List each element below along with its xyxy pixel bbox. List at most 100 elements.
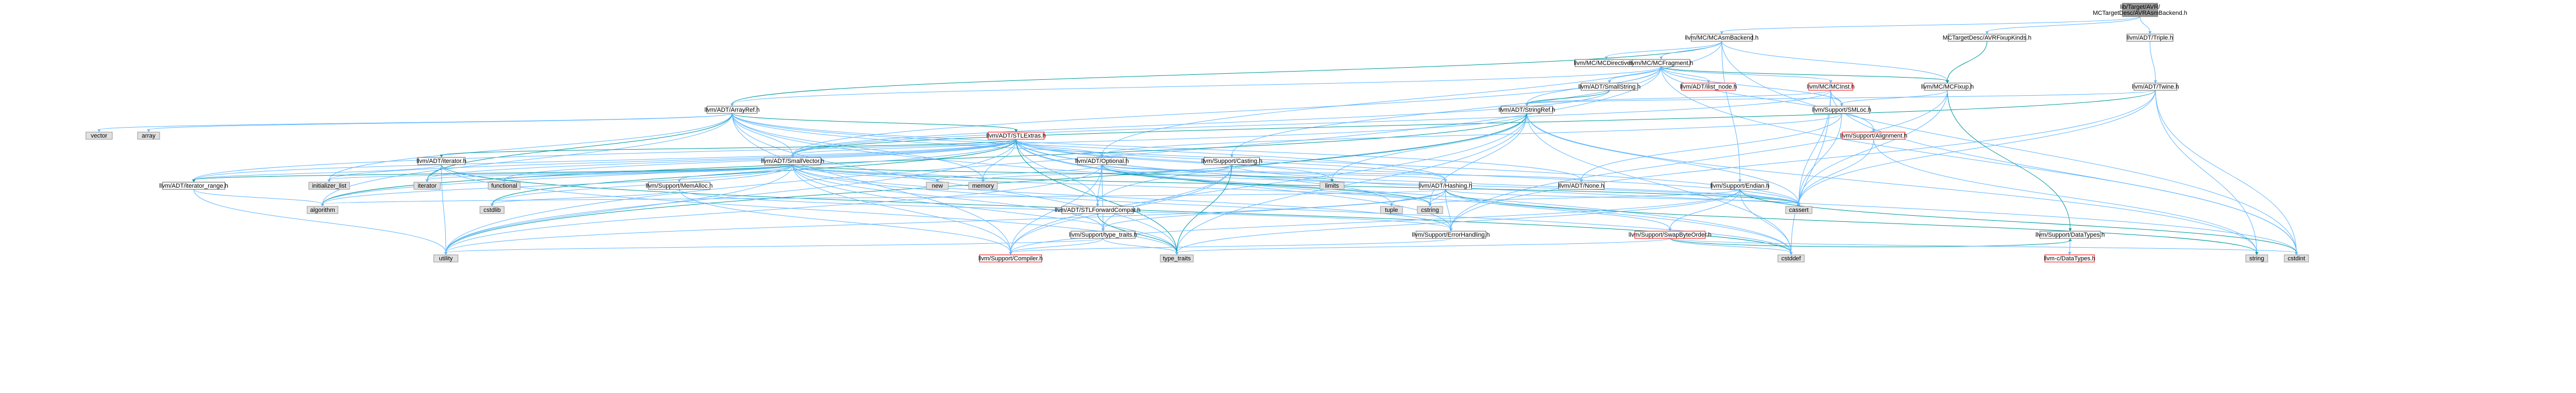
edge-twine-to-string (2155, 90, 2257, 253)
node-label: llvm/Support/Casting.h (1202, 158, 1263, 165)
edge-arrowhead (791, 155, 794, 157)
edge-iteratorrange-to-algorithm (193, 189, 323, 205)
node-label: llvm/Support/DataTypes.h (2035, 232, 2105, 238)
node-hashing[interactable]: llvm/ADT/Hashing.h (1418, 182, 1472, 190)
node-twine[interactable]: llvm/ADT/Twine.h (2132, 83, 2179, 91)
edge-alignment-to-string (1873, 139, 2257, 253)
node-box (417, 157, 466, 165)
edge-stlextras-to-iteratorh (441, 139, 1017, 156)
edge-smallstring-to-stringref (1526, 90, 1610, 105)
node-box (1711, 182, 1769, 190)
node-cdatatypes[interactable]: llvm-c/DataTypes.h (2044, 254, 2095, 263)
edge-arrowhead (1608, 80, 1611, 83)
edge-mcasmbackend-to-arrayref (732, 41, 1722, 105)
node-label: llvm/ADT/ilist_node.h (1680, 84, 1737, 90)
edge-hashing-to-swapbyteorder (1445, 189, 1671, 230)
node-smallvector[interactable]: llvm/ADT/SmallVector.h (761, 157, 825, 165)
edge-stringref-to-string (1526, 113, 2257, 253)
node-mcdirectives[interactable]: llvm/MC/MCDirectives.h (1574, 59, 1639, 67)
node-avrfixupkinds[interactable]: MCTargetDesc/AVRFixupKinds.h (1942, 34, 2032, 42)
node-box (413, 182, 441, 190)
node-label: new (932, 183, 943, 189)
node-stlextras[interactable]: llvm/ADT/STLExtras.h (986, 132, 1046, 140)
edge-mcfragment-to-mcinst (1661, 66, 1831, 81)
node-errorhandling[interactable]: llvm/Support/ErrorHandling.h (1412, 231, 1490, 239)
edge-arrowhead (1444, 179, 1447, 182)
node-label: llvm/ADT/STLExtras.h (986, 133, 1046, 139)
edge-optional-to-utility (445, 164, 1103, 253)
edge-endian-to-cstdint (1739, 189, 2297, 253)
node-label: llvm/Support/SMLoc.h (1812, 107, 1871, 113)
edge-mcfragment-to-smallstring (1609, 66, 1662, 81)
edge-arrayref-to-compiler (732, 113, 1011, 253)
edge-optional-to-cstring (1101, 164, 1431, 205)
node-iteratorrange[interactable]: llvm/ADT/iterator_range.h (159, 182, 228, 190)
node-cassert: cassert (1785, 206, 1813, 214)
node-endian[interactable]: llvm/Support/Endian.h (1710, 182, 1770, 190)
node-mcinst[interactable]: llvm/MC/MCInst.h (1807, 83, 1855, 91)
node-label: llvm/Support/SwapByteOrder.h (1629, 232, 1711, 238)
node-triple[interactable]: llvm/ADT/Triple.h (2126, 34, 2174, 42)
node-box (968, 182, 998, 190)
edge-smallvector-to-compiler (792, 164, 1011, 253)
node-label-line: lib/Target/AVR/ (2120, 4, 2160, 10)
node-datatypes[interactable]: llvm/Support/DataTypes.h (2035, 231, 2105, 239)
edge-mcinst-to-cstdint (1830, 90, 2297, 253)
node-compiler[interactable]: llvm/Support/Compiler.h (979, 254, 1043, 263)
edge-endian-to-swapbyteorder (1669, 189, 1740, 230)
node-smloc[interactable]: llvm/Support/SMLoc.h (1812, 106, 1871, 114)
edge-mcfragment-to-utility (445, 66, 1662, 253)
edge-arrowhead (1946, 80, 1949, 83)
node-stlfwdcompat[interactable]: llvm/ADT/STLForwardCompat.h (1055, 206, 1140, 214)
node-box (85, 132, 113, 140)
node-none[interactable]: llvm/ADT/None.h (1558, 182, 1604, 190)
node-box (926, 182, 949, 190)
node-iteratorh[interactable]: llvm/ADT/iterator.h (417, 157, 466, 165)
edge-arrayref-to-stlextras (732, 113, 1017, 130)
edge-stlextras-to-cstddef (1016, 139, 1792, 253)
edge-hashing-to-algorithm (322, 189, 1446, 205)
node-label: limits (1325, 183, 1339, 189)
node-box (1924, 83, 1971, 91)
node-box (2284, 254, 2309, 263)
node-ilistnode[interactable]: llvm/ADT/ilist_node.h (1680, 83, 1737, 91)
node-swapbyteorder[interactable]: llvm/Support/SwapByteOrder.h (1629, 231, 1711, 239)
node-mcfixup[interactable]: llvm/MC/MCFixup.h (1921, 83, 1974, 91)
edge-hashing-to-utility (445, 189, 1446, 253)
edge-hashing-to-typetraitsh (1103, 189, 1446, 230)
node-alignment[interactable]: llvm/Support/Alignment.h (1840, 132, 1907, 140)
node-typetraitsh[interactable]: llvm/Support/type_traits.h (1069, 231, 1137, 239)
edge-typetraitsh-to-utility (445, 238, 1104, 253)
edge-arrowhead (1720, 31, 1723, 34)
node-box (1632, 59, 1690, 67)
node-label: llvm/Support/MemAlloc.h (646, 183, 713, 189)
node-memalloc[interactable]: llvm/Support/MemAlloc.h (646, 182, 713, 190)
node-mcasmbackend[interactable]: llvm/MC/MCAsmBackend.h (1685, 34, 1759, 42)
edge-arrowhead (503, 179, 506, 182)
edge-stringref-to-limits (1331, 113, 1527, 181)
node-label: tuple (1385, 207, 1398, 214)
edge-mcfragment-to-alignment (1661, 66, 1874, 130)
node-box (1204, 157, 1260, 165)
edge-arrowhead (1872, 129, 1875, 132)
node-label: llvm/MC/MCInst.h (1807, 84, 1855, 90)
edge-mcinst-to-cstddef (1791, 90, 1831, 253)
edge-arrowhead (328, 179, 331, 182)
node-stringref[interactable]: llvm/ADT/StringRef.h (1499, 106, 1556, 114)
edge-smallvector-to-algorithm (322, 164, 793, 205)
node-arrayref[interactable]: llvm/ADT/ArrayRef.h (705, 106, 760, 114)
node-smallstring[interactable]: llvm/ADT/SmallString.h (1578, 83, 1641, 91)
node-casting[interactable]: llvm/Support/Casting.h (1202, 157, 1263, 165)
node-optional[interactable]: llvm/ADT/Optional.h (1075, 157, 1129, 165)
node-algorithm: algorithm (307, 206, 339, 214)
node-mcfragment[interactable]: llvm/MC/MCFragment.h (1629, 59, 1693, 67)
node-label: llvm/ADT/SmallVector.h (761, 158, 825, 165)
edge-arrowhead (1738, 179, 1742, 182)
node-label: llvm/ADT/iterator_range.h (159, 183, 228, 189)
edge-stringref-to-algorithm (322, 113, 1527, 205)
node-box (162, 182, 225, 190)
node-new: new (926, 182, 949, 190)
edge-swapbyteorder-to-datatypes (1669, 238, 2071, 248)
edge-endian-to-cstddef (1739, 189, 1792, 253)
edge-mcfragment-to-cstdint (1661, 66, 2297, 253)
